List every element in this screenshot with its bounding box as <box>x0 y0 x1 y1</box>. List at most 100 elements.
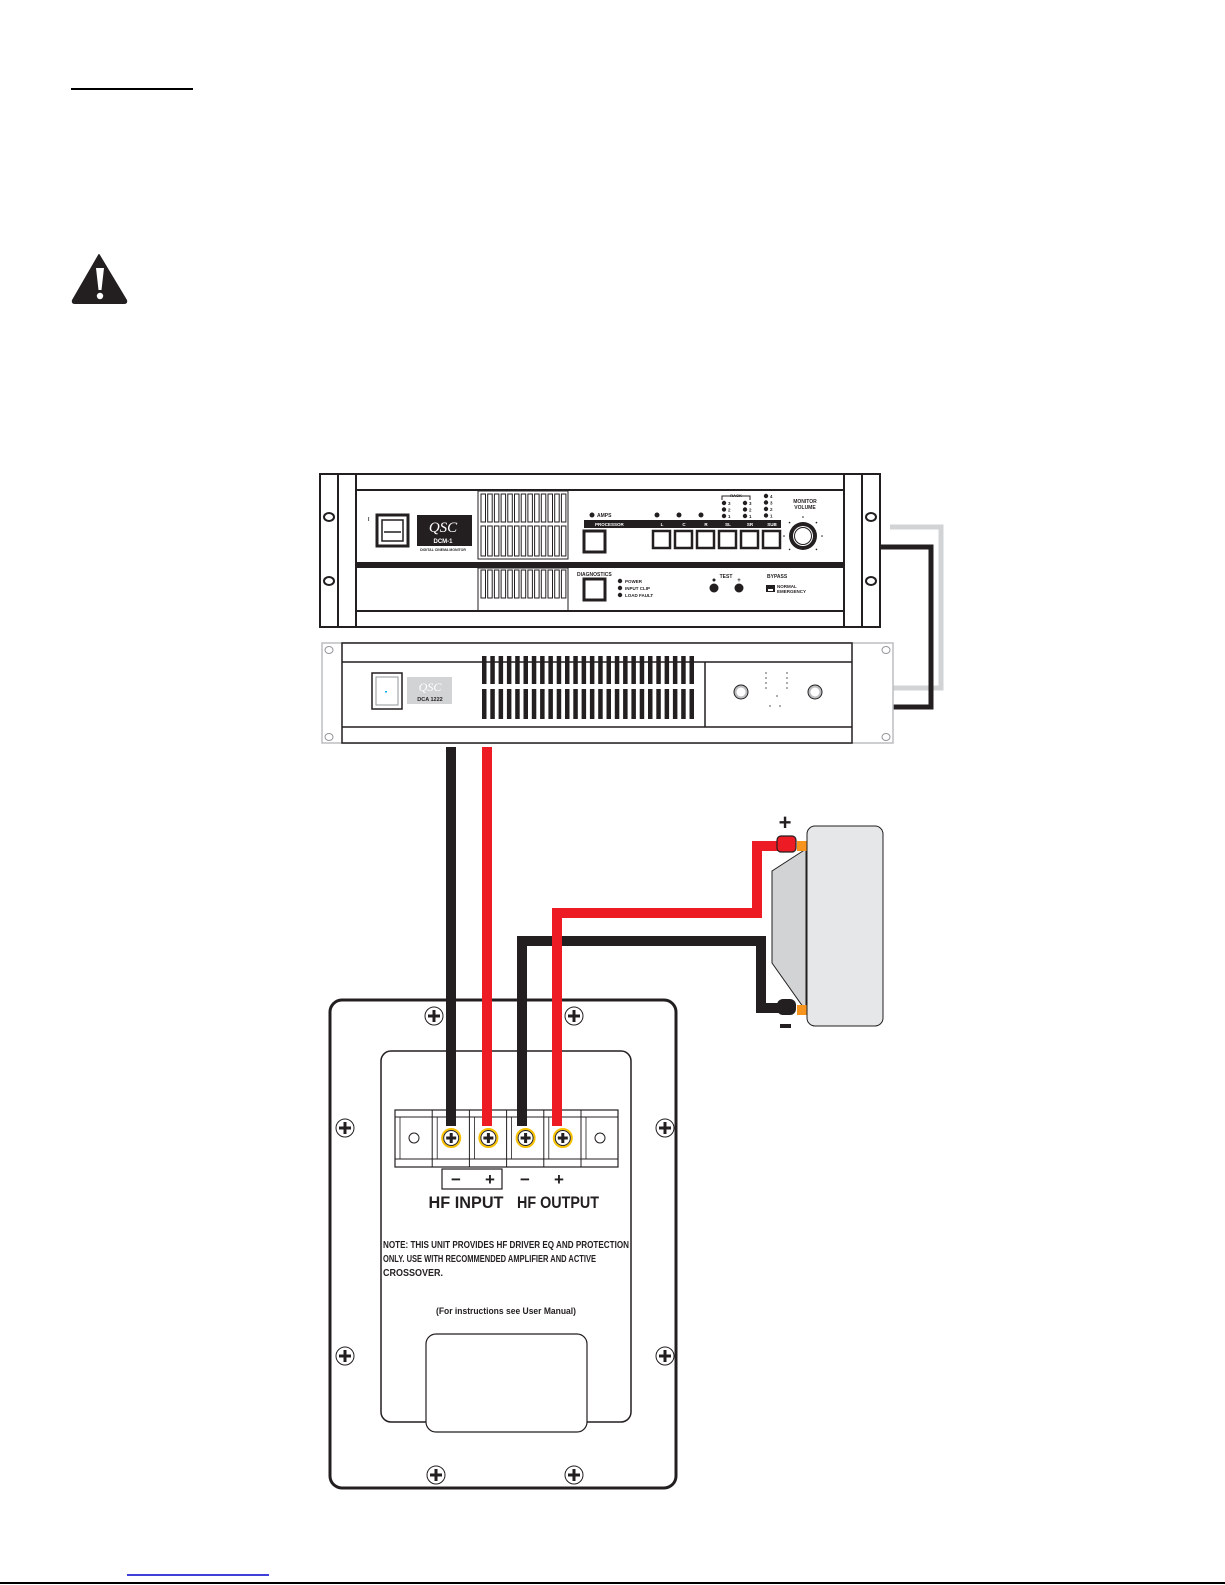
diag-led-label: LOAD FAULT <box>625 593 653 598</box>
channel-label-l: L <box>661 522 664 527</box>
dca-vent-slot <box>482 689 487 719</box>
dca-vent-slot <box>639 656 645 684</box>
panel-screw-icon <box>655 1118 675 1138</box>
channel-button-c[interactable] <box>673 529 694 550</box>
terminal-screw-hf-output-neg[interactable] <box>515 1128 536 1148</box>
diagnostics-button[interactable] <box>582 577 607 602</box>
hf-output-plus: + <box>554 1170 564 1189</box>
channel-label-r: R <box>704 522 708 527</box>
svg-text:QSC: QSC <box>429 520 458 536</box>
vent-slot <box>540 525 547 557</box>
dca-vent-slot <box>614 656 620 684</box>
vent-slot <box>507 525 513 557</box>
vent-slot <box>534 493 540 523</box>
channel-label-c: C <box>682 522 686 527</box>
level-led-label: 3 <box>749 501 752 506</box>
terminal-screw-hf-output-pos[interactable] <box>552 1128 573 1148</box>
svg-text:DIGITAL CINEMA MONITOR: DIGITAL CINEMA MONITOR <box>420 548 466 552</box>
panel-screw-icon <box>424 1006 444 1026</box>
level-led <box>763 493 769 499</box>
dca-vent-slot <box>490 689 495 719</box>
bypass-switch[interactable] <box>766 585 775 592</box>
note-line-2: ONLY. USE WITH RECOMMENDED AMPLIFIER AND… <box>383 1253 596 1265</box>
speaker-wires <box>446 747 785 1126</box>
processor-button[interactable] <box>582 529 607 554</box>
dca-vent-slot <box>556 656 562 684</box>
dca-vent-slot <box>672 656 678 684</box>
warning-triangle-icon <box>71 254 128 304</box>
terminal-screw-hf-input-neg[interactable] <box>441 1128 462 1148</box>
dca-led <box>765 687 767 689</box>
instructions-text: (For instructions see User Manual) <box>436 1306 576 1317</box>
diag-led-power <box>617 578 623 584</box>
panel-screw-icon <box>335 1118 355 1138</box>
vent-slot <box>520 525 527 557</box>
dca-vent-slot <box>648 656 653 684</box>
driver-plus-label: + <box>779 810 792 835</box>
level-led <box>721 500 727 506</box>
channel-button-sr[interactable] <box>739 529 760 550</box>
vent-slot <box>540 569 547 599</box>
terminal-hole-blank-left <box>408 1132 420 1144</box>
dca-gain-knob-right[interactable] <box>807 684 823 700</box>
vent-slot <box>534 525 540 557</box>
terminal-hole-blank-right <box>594 1132 606 1144</box>
channel-label-sl: SL <box>725 522 731 527</box>
dca-led <box>765 682 767 684</box>
dca-vent-slot <box>581 689 587 719</box>
dca-vent-slot <box>664 689 670 719</box>
bypass-label: BYPASS <box>767 574 788 580</box>
dca-led <box>779 705 781 707</box>
knob-tick <box>815 548 818 551</box>
level-led <box>763 513 769 518</box>
knob-tick <box>783 535 785 537</box>
dca-vent-slot <box>589 689 595 719</box>
dca-vent-slot <box>531 689 537 719</box>
vent-slot <box>527 569 533 599</box>
hf-output-minus: − <box>520 1170 530 1189</box>
dca-vent-slot <box>482 656 487 684</box>
monitor-volume-knob[interactable] <box>789 522 817 550</box>
dca-vent-slot <box>523 689 528 719</box>
knob-tick <box>802 516 804 518</box>
dca-vent-slot <box>598 656 603 684</box>
vent-slot <box>493 493 500 523</box>
dca-vent-slot <box>623 689 628 719</box>
panel-screw-icon <box>564 1006 584 1026</box>
channel-button-sl[interactable] <box>717 529 738 550</box>
dca-vent-slot <box>548 689 553 719</box>
terminal-screw-hf-input-pos[interactable] <box>478 1128 499 1148</box>
level-led <box>763 506 769 512</box>
vent-slot <box>527 525 533 557</box>
signal-cables <box>880 524 944 710</box>
dca-led-meters <box>765 672 788 707</box>
monitor-volume-label-1: MONITOR <box>793 499 817 505</box>
vent-slot <box>547 569 553 599</box>
dcm1-logo: QSC DCM-1 DIGITAL CINEMA MONITOR <box>417 515 472 552</box>
dcm1-power-switch[interactable] <box>375 513 410 548</box>
dca-power-switch[interactable] <box>371 672 403 710</box>
hf-driver: + <box>771 810 884 1028</box>
test-plus-button[interactable] <box>734 583 744 593</box>
dca-vent-slot <box>606 656 611 684</box>
terminal-strip <box>394 1109 619 1168</box>
channel-label-sub: SUB <box>767 522 777 527</box>
dca-gain-knob-left[interactable] <box>733 684 749 700</box>
test-minus-button[interactable] <box>709 583 719 593</box>
level-led-label: 2 <box>749 508 752 513</box>
svg-text:EMERGENCY: EMERGENCY <box>777 589 806 594</box>
level-led <box>742 507 748 512</box>
knob-tick <box>815 521 818 524</box>
channel-button-l[interactable] <box>651 529 672 550</box>
dca-vent-slot <box>581 656 587 684</box>
vent-slot <box>560 493 567 523</box>
output-positive-wire <box>552 841 785 1126</box>
channel-button-r[interactable] <box>695 529 716 550</box>
channel-led-c <box>676 512 682 518</box>
dca-led <box>786 687 788 689</box>
diag-led-load-fault <box>617 592 623 598</box>
knob-tick <box>788 521 791 524</box>
level-led <box>742 500 748 506</box>
channel-button-sub[interactable] <box>761 529 782 550</box>
dca-led <box>776 695 778 697</box>
